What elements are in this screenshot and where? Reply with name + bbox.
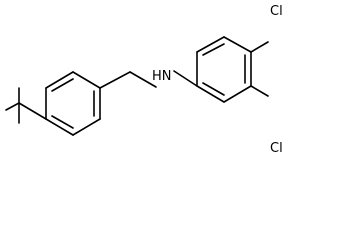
bond-ring-to-cl-bottom (250, 85, 269, 97)
chloro-bottom-label: Cl (270, 141, 283, 155)
ring1-double-3 (51, 115, 74, 129)
ring1-double-1 (51, 78, 74, 92)
ring1-bond-5 (72, 118, 101, 136)
ring1-bond-2 (45, 71, 74, 89)
ring1-bond-6 (45, 118, 74, 136)
ring2-bond-2 (196, 36, 225, 53)
ring2-double-1 (202, 43, 225, 56)
benzyl-linker (99, 71, 157, 89)
ring2-bond-3 (223, 36, 252, 53)
ring2-bond-5 (223, 85, 252, 103)
structure-diagram: HN Cl Cl (5, 4, 283, 155)
bond-ch2-to-nh (129, 71, 157, 88)
amine-label: HN (152, 69, 172, 84)
ring2-bond-6 (196, 85, 225, 103)
chloro-top-label: Cl (270, 4, 283, 19)
para-phenylene-ring (45, 71, 101, 136)
bond-ring-to-ch2 (99, 71, 131, 89)
tert-butyl-group (5, 87, 47, 124)
ring1-bond-3 (72, 71, 101, 89)
bond-ring-to-cl-top (250, 41, 269, 53)
dichlorophenyl-ring (173, 36, 269, 103)
bond-tbutyl-to-ring (18, 102, 47, 120)
bond-nh-to-ring (173, 70, 198, 87)
ring2-double-3 (202, 82, 225, 96)
bond-tbutyl-methyl-left (5, 102, 20, 111)
